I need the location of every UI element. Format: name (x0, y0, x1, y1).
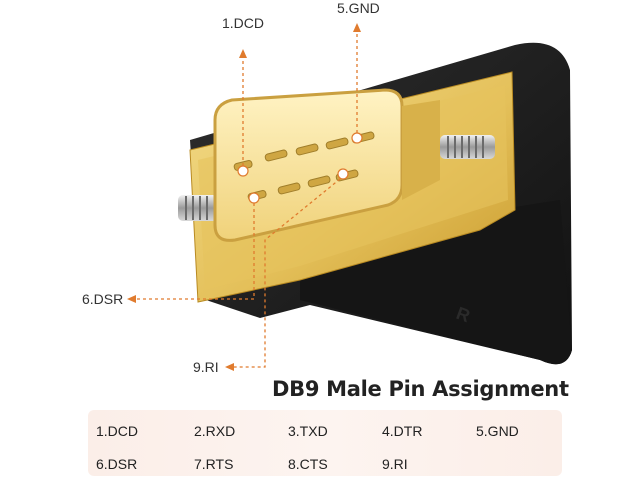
callout-arrow-dsr (127, 295, 136, 303)
pin-5-marker (351, 132, 363, 144)
page-title: DB9 Male Pin Assignment (272, 377, 569, 401)
pin-cell: 3.TXD (288, 423, 328, 439)
pin-cell: 8.CTS (288, 456, 328, 472)
pin-3 (295, 143, 319, 156)
callout-line-dsr (135, 203, 255, 300)
pin-1-marker (237, 165, 249, 177)
housing-logo-mark: R (454, 303, 473, 326)
pin-cell: 2.RXD (194, 423, 236, 439)
pin-cell: 4.DTR (382, 423, 423, 439)
callout-line-ri (232, 178, 341, 368)
pin-cell: 5.GND (476, 423, 519, 439)
pin-6-marker (248, 192, 260, 204)
pin-8 (307, 175, 331, 188)
callout-label-ri: 9.RI (193, 359, 219, 375)
pin-9-marker (337, 168, 349, 180)
callout-label-gnd: 5.GND (337, 0, 380, 16)
pin-7 (277, 182, 301, 195)
pin-cell: 9.RI (382, 456, 408, 472)
callout-arrow-dcd (239, 49, 247, 58)
pin-cell: 6.DSR (96, 456, 138, 472)
d-sub-shell-side (402, 100, 440, 200)
pin-4 (325, 137, 349, 150)
pin-assignment-table: 1.DCD 2.RXD 3.TXD 4.DTR 5.GND 6.DSR 7.RT… (88, 410, 562, 476)
callout-arrow-gnd (353, 23, 361, 32)
pin-2 (264, 149, 288, 162)
left-jack-screw (178, 195, 218, 221)
right-jack-screw (440, 135, 495, 159)
callout-label-dcd: 1.DCD (222, 15, 265, 31)
callout-arrow-ri (225, 363, 234, 371)
callout-label-dsr: 6.DSR (82, 291, 124, 307)
pin-cell: 1.DCD (96, 423, 139, 439)
pin-cell: 7.RTS (194, 456, 234, 472)
